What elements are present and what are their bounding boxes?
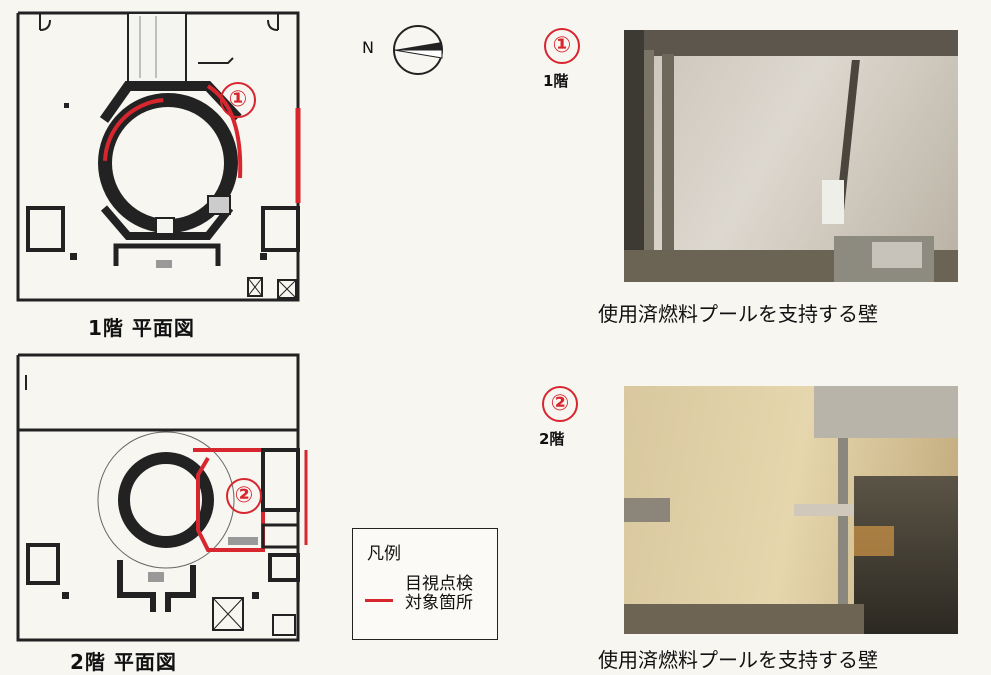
photo-caption-1: 使用済燃料プールを支持する壁 xyxy=(598,302,878,326)
plan-marker-2: ② xyxy=(226,478,262,514)
photo-2f-wall xyxy=(624,386,958,634)
plan-caption-2f: 2階 平面図 xyxy=(70,650,177,674)
photo-caption-2: 使用済燃料プールを支持する壁 xyxy=(598,648,878,672)
legend-line2: 対象箇所 xyxy=(405,593,473,613)
legend-line1: 目視点検 xyxy=(405,574,473,594)
legend-red-line-icon xyxy=(365,599,393,602)
photo-floor-1: 1階 xyxy=(543,72,569,90)
plan-caption-1f: 1階 平面図 xyxy=(88,316,195,340)
photo-marker-2: ② xyxy=(542,386,578,422)
floor-plan-2f xyxy=(16,353,308,642)
floor-plan-1f xyxy=(16,11,301,302)
photo-1f-wall xyxy=(624,30,958,282)
photo-marker-1: ① xyxy=(544,28,580,64)
photo-floor-2: 2階 xyxy=(539,430,565,448)
north-label: N xyxy=(362,38,374,57)
legend-title: 凡例 xyxy=(367,544,401,564)
plan-marker-1: ① xyxy=(220,82,256,118)
north-arrow-icon xyxy=(393,25,443,75)
legend: 凡例 目視点検 対象箇所 xyxy=(352,528,498,640)
legend-text: 目視点検 対象箇所 xyxy=(405,575,473,613)
